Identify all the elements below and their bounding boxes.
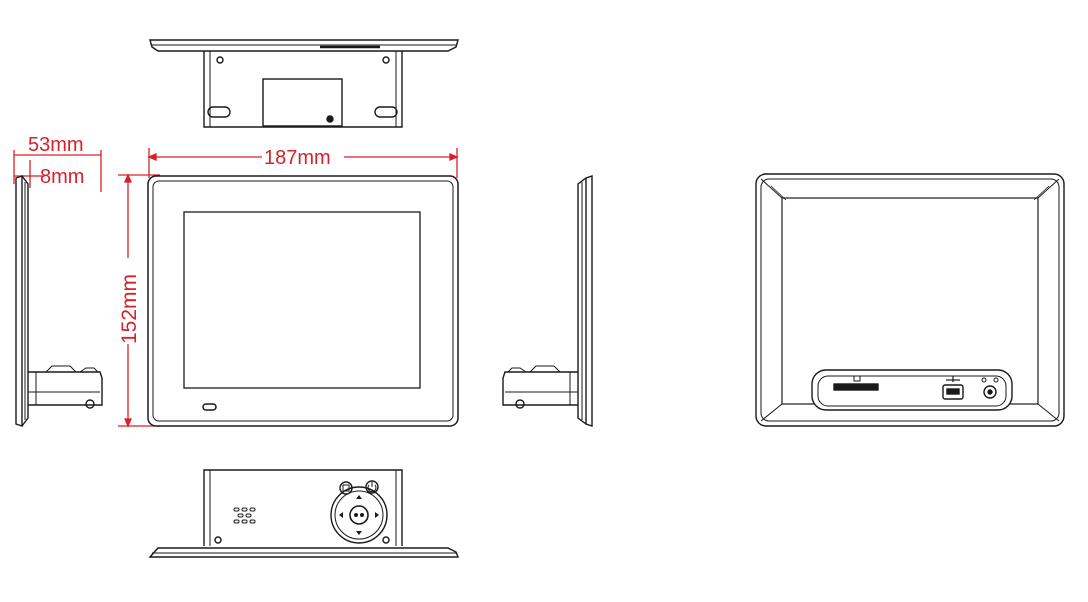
dc-power-jack-icon: [981, 377, 999, 399]
front-view: [147, 175, 459, 427]
power-button-icon: [365, 480, 379, 494]
navigation-dpad-icon: [330, 486, 388, 544]
bezel-depth-label: 8mm: [40, 166, 84, 188]
depth-dimensions: [13, 150, 102, 192]
right-side-view: [502, 175, 593, 427]
height-label: 152mm: [118, 274, 141, 344]
sd-card-slot-icon: [833, 375, 879, 391]
depth-label: 53mm: [28, 134, 84, 156]
usb-port-icon: [942, 376, 964, 400]
left-side-view: [15, 175, 103, 427]
top-view: [149, 39, 459, 128]
back-view: [755, 173, 1065, 427]
screen-area-icon: [183, 211, 421, 389]
bottom-view: [148, 469, 460, 558]
speaker-grille-icon: [233, 507, 256, 524]
width-label: 187mm: [264, 147, 331, 169]
width-dimension: [147, 148, 459, 178]
